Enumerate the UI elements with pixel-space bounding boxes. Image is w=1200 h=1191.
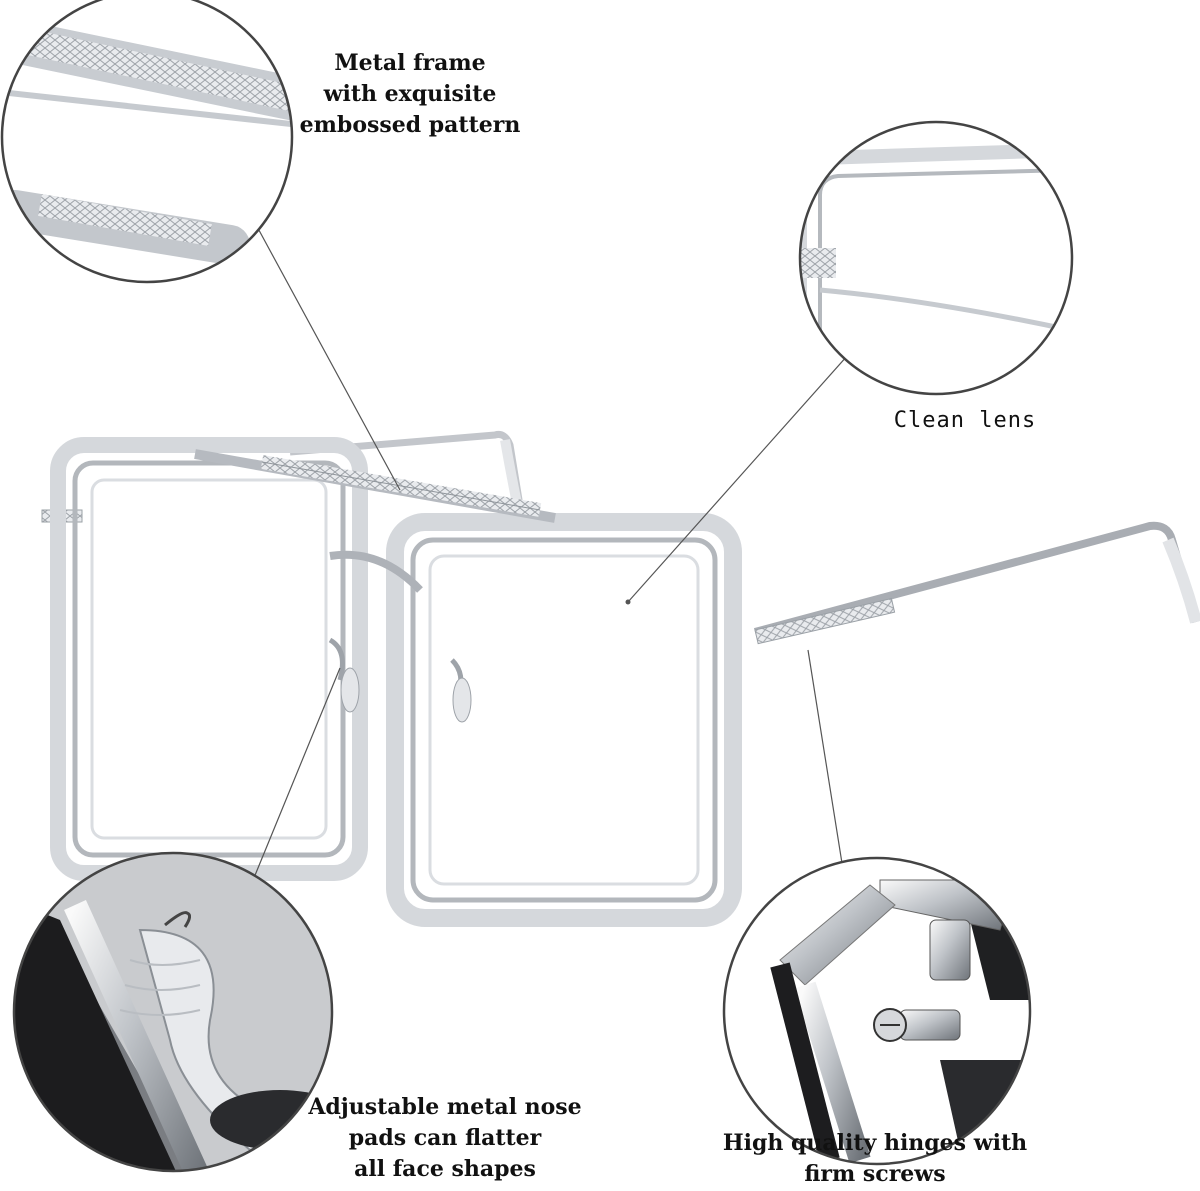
lens-callout-label: Clean lens [893, 408, 1037, 433]
right-lens-frame [386, 513, 742, 927]
near-temple-arm [753, 521, 1200, 645]
zoom-circle-hinge [722, 856, 1032, 1166]
nose-pads [328, 637, 472, 723]
zoom-circle-nose-pad [12, 851, 334, 1173]
nose-pad-callout-label: Adjustable metal nose pads can flatter a… [308, 1094, 582, 1182]
frame-callout-label: Metal frame with exquisite embossed patt… [299, 50, 521, 138]
brow-bar [194, 449, 556, 523]
hinge-callout-label: High quality hinges with firm screws [722, 1130, 1028, 1187]
bridge [329, 550, 423, 593]
left-lens-frame [50, 437, 368, 881]
zoom-circle-frame-pattern [0, 0, 294, 284]
zoom-circle-clean-lens [798, 120, 1074, 396]
glasses [41, 431, 1200, 927]
